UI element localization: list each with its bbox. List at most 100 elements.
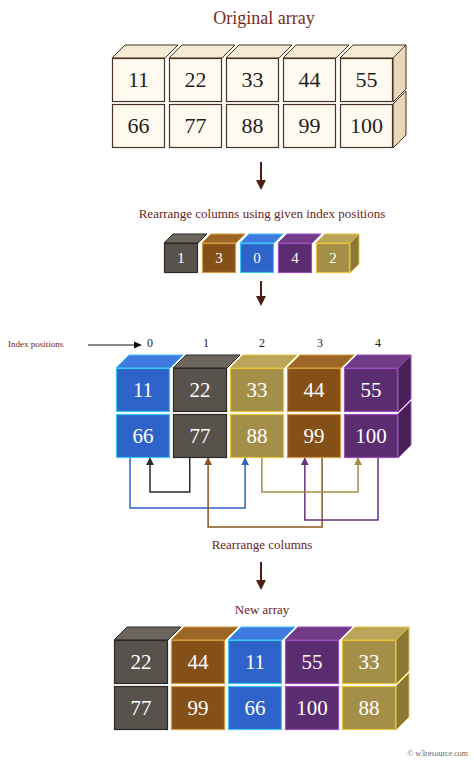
index-cube: 0: [240, 243, 274, 273]
array-cube: 100: [340, 104, 393, 148]
cell-value: 99: [188, 698, 209, 719]
cube-front-face: [115, 641, 168, 684]
rearrange-arrow: [150, 458, 190, 492]
cell-value: 44: [299, 69, 321, 91]
array-cube: 77: [173, 414, 227, 458]
cube-front-face: [172, 641, 225, 684]
index-value: 2: [329, 251, 337, 266]
array-cube: 88: [230, 414, 284, 458]
cube-top-face: [116, 355, 183, 368]
array-cube: 77: [114, 686, 168, 730]
array-cube: 33: [226, 58, 279, 102]
cube-front-face: [115, 687, 168, 730]
array-cube: 100: [344, 414, 398, 458]
index-value: 4: [291, 251, 299, 266]
pointer-arrow: [88, 342, 142, 349]
cube-front-face: [286, 641, 339, 684]
array-cube: 44: [283, 58, 336, 102]
index-value: 3: [215, 251, 223, 266]
cell-value: 11: [128, 69, 149, 91]
rearrange-arrow: [305, 458, 378, 520]
cube-front-face: [174, 415, 227, 458]
flow-arrow: [256, 162, 266, 190]
cube-front-face: [227, 105, 279, 148]
pointer-arrow-shaft: [88, 345, 135, 346]
cell-value: 33: [359, 652, 380, 673]
array-cube: 66: [112, 104, 165, 148]
index-number: 3: [310, 336, 330, 350]
cube-top-face: [169, 45, 235, 58]
index-value: 1: [177, 251, 185, 266]
cube-front-face: [279, 244, 312, 273]
cell-value: 33: [247, 380, 268, 401]
cell-value: 55: [361, 380, 382, 401]
cube-front-face: [229, 687, 282, 730]
index-number: 1: [196, 336, 216, 350]
cube-top-face: [114, 627, 181, 640]
cell-value: 44: [188, 652, 209, 673]
flow-arrow-shaft: [260, 281, 262, 297]
cell-value: 66: [128, 115, 150, 137]
array-cube: 33: [342, 640, 396, 684]
cube-front-face: [343, 641, 396, 684]
cube-side-face: [393, 91, 406, 148]
cell-value: 77: [190, 426, 211, 447]
cube-top-face: [278, 234, 321, 243]
array-cube: 99: [283, 104, 336, 148]
cube-front-face: [284, 59, 336, 102]
watermark: © w3resource.com: [330, 749, 468, 759]
array-cube: 33: [230, 368, 284, 412]
cell-value: 55: [302, 652, 323, 673]
array-cube: 22: [114, 640, 168, 684]
index-value: 0: [253, 251, 261, 266]
cube-front-face: [286, 687, 339, 730]
cell-value: 22: [131, 652, 152, 673]
cell-value: 11: [245, 652, 265, 673]
flow-arrow-head: [256, 180, 266, 190]
cube-top-face: [285, 627, 352, 640]
cube-front-face: [174, 369, 227, 412]
cube-top-face: [112, 45, 178, 58]
array-cube: 66: [228, 686, 282, 730]
rearrange-arrow: [130, 458, 245, 508]
cube-front-face: [288, 369, 341, 412]
cell-value: 44: [304, 380, 325, 401]
array-cube: 55: [340, 58, 393, 102]
cell-value: 11: [133, 380, 153, 401]
index-cube: 2: [316, 243, 350, 273]
cell-value: 100: [296, 698, 328, 719]
array-cube: 22: [173, 368, 227, 412]
rearrange-arrow: [262, 458, 358, 492]
array-cube: 88: [226, 104, 279, 148]
cell-value: 100: [350, 115, 383, 137]
cube-front-face: [288, 415, 341, 458]
array-cube: 99: [287, 414, 341, 458]
array-cube: 77: [169, 104, 222, 148]
array-cube: 88: [342, 686, 396, 730]
flow-arrow-shaft: [260, 162, 262, 181]
index-cube: 1: [164, 243, 198, 273]
cell-value: 22: [185, 69, 207, 91]
cube-front-face: [170, 105, 222, 148]
array-cube: 99: [171, 686, 225, 730]
array-cube: 22: [169, 58, 222, 102]
index-number: 4: [368, 336, 388, 350]
index-cube: 3: [202, 243, 236, 273]
cube-top-face: [283, 45, 349, 58]
cube-front-face: [229, 641, 282, 684]
cell-value: 22: [190, 380, 211, 401]
cell-value: 66: [245, 698, 266, 719]
cube-side-face: [396, 673, 409, 730]
cell-value: 77: [131, 698, 152, 719]
array-cube: 44: [287, 368, 341, 412]
array-cube: 55: [344, 368, 398, 412]
cube-top-face: [171, 627, 238, 640]
cell-value: 88: [359, 698, 380, 719]
cube-front-face: [113, 105, 165, 148]
array-cube: 66: [116, 414, 170, 458]
cube-top-face: [228, 627, 295, 640]
cell-value: 100: [355, 426, 387, 447]
cube-front-face: [117, 415, 170, 458]
array-cube: 44: [171, 640, 225, 684]
cube-top-face: [202, 234, 245, 243]
